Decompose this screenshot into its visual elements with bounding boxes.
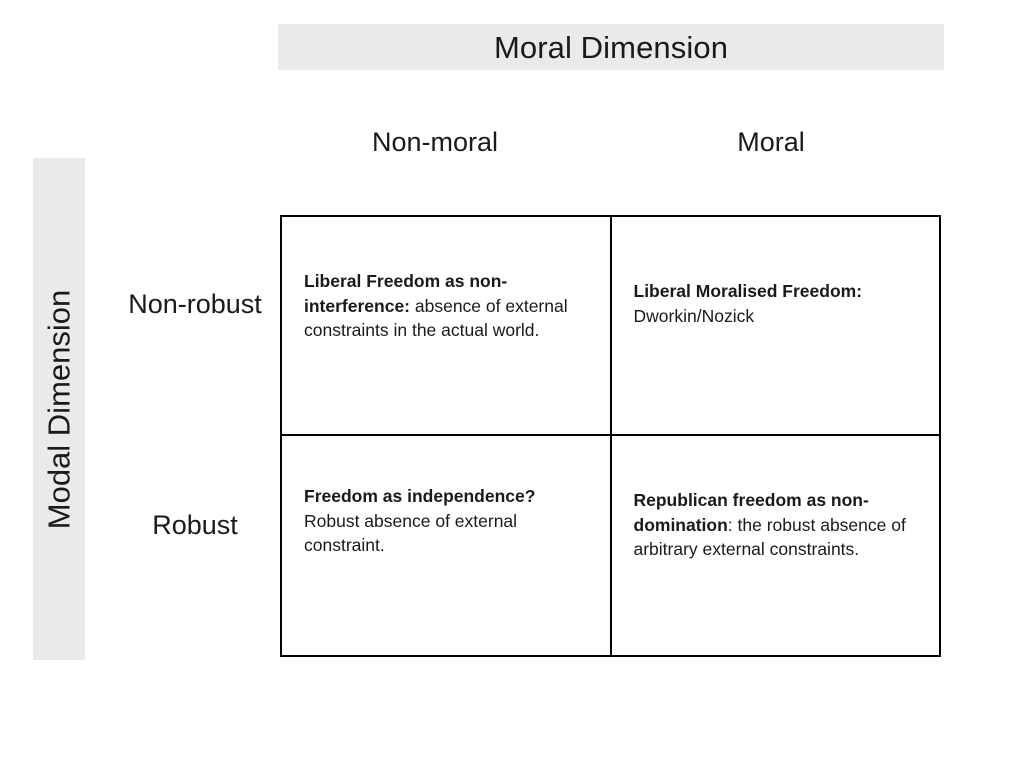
cell-non-robust-non-moral: Liberal Freedom as non-interference: abs… [280,215,612,436]
cell-lead-republican-freedom-non-domination: Republican freedom as non-domination [633,490,869,535]
column-header-non-moral: Non-moral [371,127,499,157]
table-row-non-robust: Liberal Freedom as non-interference: abs… [280,215,941,436]
moral-dimension-axis-label: Moral Dimension [493,29,729,65]
cell-non-robust-moral: Liberal Moralised Freedom: Dworkin/Nozic… [609,215,941,436]
modal-dimension-axis-label: Modal Dimension [41,289,77,529]
table-row-robust: Freedom as independence? Robust absence … [280,434,941,657]
cell-robust-non-moral: Freedom as independence? Robust absence … [280,434,612,657]
row-header-non-robust: Non-robust [128,289,262,319]
cell-lead-liberal-moralised-freedom: Liberal Moralised Freedom: [633,281,863,301]
column-header-moral: Moral [737,127,805,157]
moral-dimension-axis-band: Moral Dimension [278,24,944,70]
cell-body-freedom-as-independence: Robust absence of external constraint. [304,510,518,556]
cell-lead-freedom-as-independence: Freedom as independence? [304,486,536,506]
concept-matrix-table: Liberal Freedom as non-interference: abs… [280,215,941,657]
cell-body-liberal-freedom-non-interference: absence of external constraints in the a… [304,295,568,341]
cell-lead-liberal-freedom-non-interference: Liberal Freedom as non-interference: [304,271,508,316]
row-header-robust: Robust [152,510,238,540]
modal-dimension-axis-band: Modal Dimension [33,158,85,660]
cell-body-liberal-moralised-freedom: Dworkin/Nozick [633,305,755,326]
cell-robust-moral: Republican freedom as non-domination: th… [609,434,941,657]
cell-body-republican-freedom-non-domination: : the robust absence of arbitrary extern… [633,514,906,560]
